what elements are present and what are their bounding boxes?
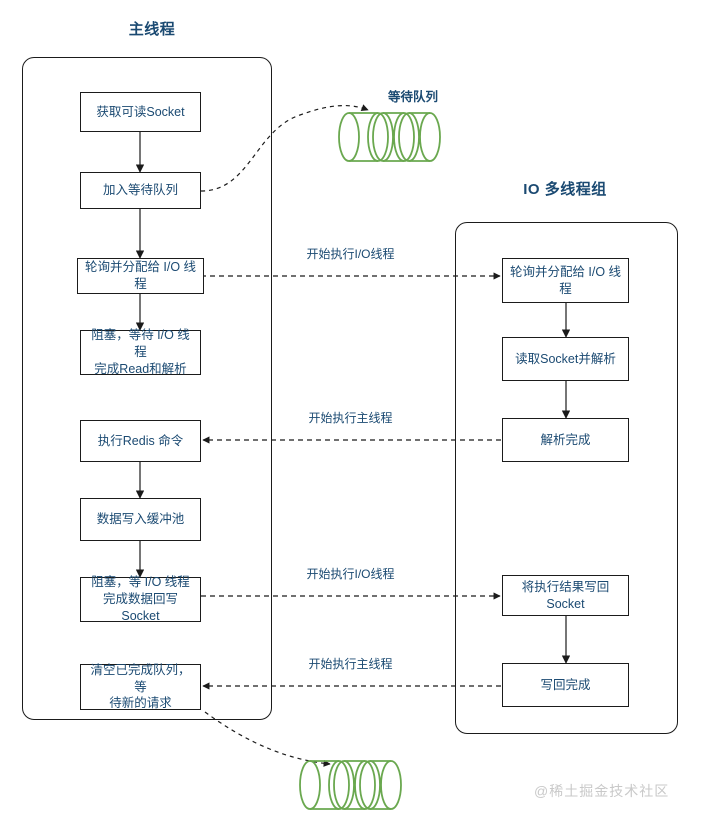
wait-queue-top-icon: [338, 112, 441, 162]
cross-thread-edges: [201, 272, 501, 690]
node-read-socket-parse[interactable]: 读取Socket并解析: [502, 337, 629, 381]
node-writeback-complete[interactable]: 写回完成: [502, 663, 629, 707]
edge-to-done-queue: [204, 711, 331, 767]
edge-label-start-io-thread-1: 开始执行I/O线程: [306, 247, 395, 261]
done-queue-bottom-icon: [299, 760, 402, 810]
node-get-readable-socket[interactable]: 获取可读Socket: [80, 92, 201, 132]
edge-to-wait-queue: [200, 104, 369, 192]
node-write-data-to-buffer[interactable]: 数据写入缓冲池: [80, 498, 201, 541]
node-clear-done-queue[interactable]: 清空已完成队列，等 待新的请求: [80, 663, 201, 710]
edge-label-start-io-thread-2: 开始执行I/O线程: [306, 567, 395, 581]
page-title-io-thread-group: IO 多线程组: [523, 181, 607, 198]
wait-queue-label: 等待队列: [388, 90, 439, 104]
page-title-main-thread: 主线程: [128, 21, 176, 38]
node-block-wait-writeback-socket[interactable]: 阻塞，等 I/O 线程 完成数据回写Socket: [80, 575, 201, 623]
node-join-wait-queue[interactable]: 加入等待队列: [80, 172, 201, 209]
node-poll-assign-io-thread-main[interactable]: 轮询并分配给 I/O 线程: [77, 258, 204, 294]
node-poll-assign-io-thread-io[interactable]: 轮询并分配给 I/O 线程: [502, 258, 629, 303]
node-parse-complete[interactable]: 解析完成: [502, 418, 629, 462]
edge-label-start-main-thread-2: 开始执行主线程: [308, 657, 393, 671]
node-execute-redis-command[interactable]: 执行Redis 命令: [80, 420, 201, 462]
lane-main-thread: [22, 57, 272, 720]
watermark: @稀土掘金技术社区: [534, 783, 670, 799]
edge-label-start-main-thread-1: 开始执行主线程: [308, 411, 393, 425]
node-block-wait-read-parse[interactable]: 阻塞，等待 I/O 线程 完成Read和解析: [80, 328, 201, 376]
node-write-result-back-socket[interactable]: 将执行结果写回 Socket: [502, 575, 629, 616]
lane-io-thread-group: [455, 222, 678, 734]
